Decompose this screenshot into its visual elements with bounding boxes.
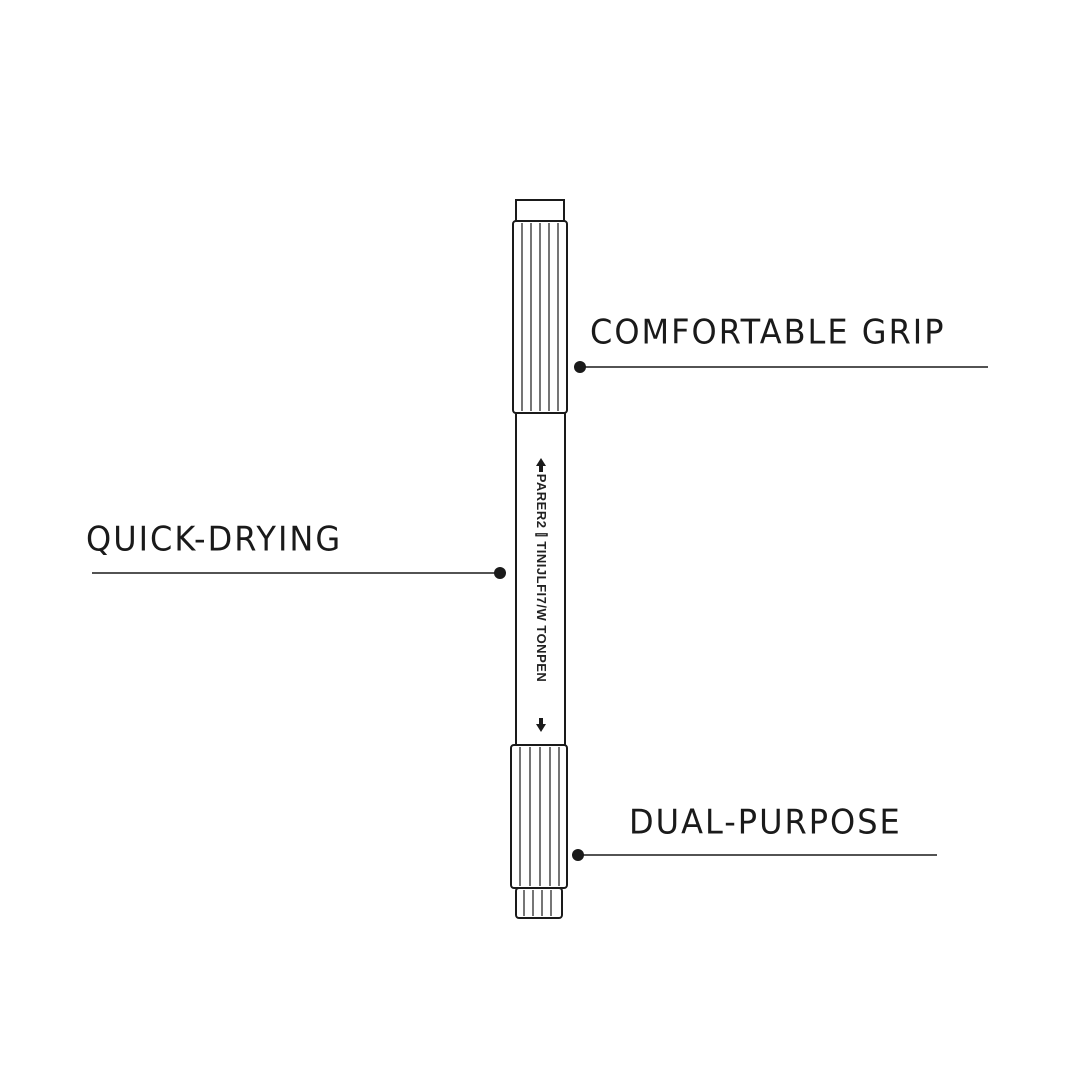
callout-drying-pointer xyxy=(92,567,506,579)
pen-cap-top xyxy=(515,199,565,223)
callout-comfortable-grip: COMFORTABLE GRIP xyxy=(590,312,946,352)
pen-tip xyxy=(515,887,563,919)
arrow-down-icon xyxy=(536,718,546,732)
callout-dual-purpose: DUAL-PURPOSE xyxy=(629,802,902,842)
callout-grip-pointer xyxy=(574,361,988,373)
callout-purpose-pointer xyxy=(572,849,937,861)
callout-quick-drying: QUICK-DRYING xyxy=(86,519,343,559)
pen-barrel-text: PARER2 ⫿ TINIJLFI7/W TONPEN xyxy=(534,473,549,683)
arrow-up-icon xyxy=(536,458,546,472)
